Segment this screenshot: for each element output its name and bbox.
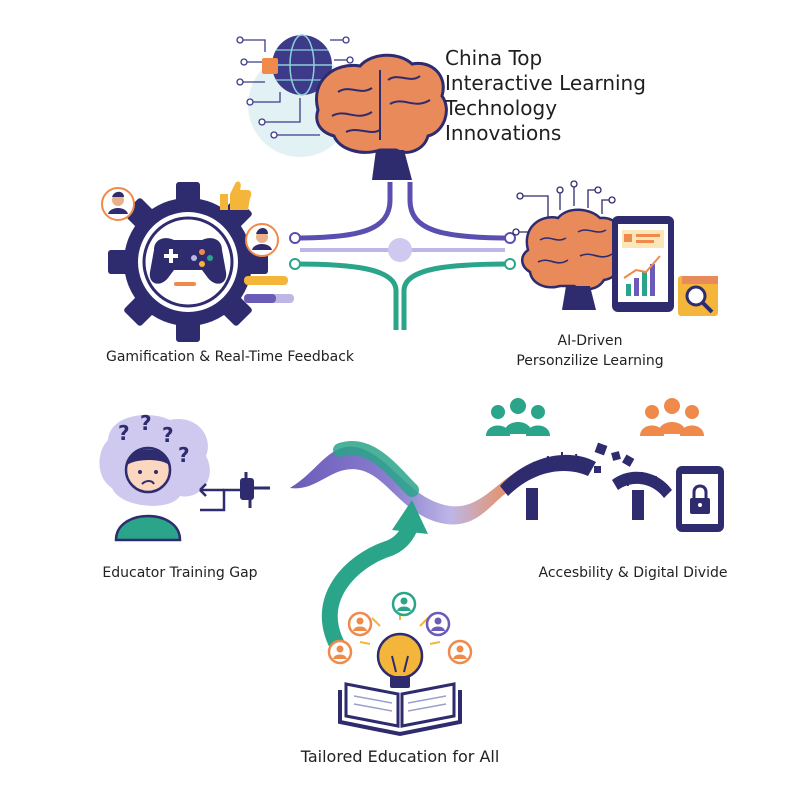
- gamification-label: Gamification & Real-Time Feedback: [105, 349, 354, 365]
- page-title: China Top Interactive Learning Technolog…: [445, 46, 705, 146]
- avatar-icon: [101, 187, 135, 221]
- title-line: China Top: [445, 46, 543, 70]
- confused-person-icon: ? ? ? ?: [99, 411, 210, 542]
- central-connector: [289, 182, 516, 330]
- tablet-chart-icon: [612, 216, 674, 312]
- brain-icon: [512, 180, 625, 310]
- svg-text:?: ?: [140, 411, 152, 435]
- plug-icon: [199, 472, 270, 512]
- bridge-icon: [500, 442, 672, 520]
- flow-ribbon: [290, 441, 520, 525]
- ai-driven-label: AI-Driven Personzilize Learning: [480, 331, 700, 371]
- svg-text:?: ?: [178, 443, 190, 467]
- gamepad-icon: [149, 238, 227, 286]
- thumbs-up-icon: [220, 181, 252, 210]
- feedback-bars: [244, 276, 294, 303]
- title-line: Interactive Learning: [445, 71, 646, 95]
- lightbulb-book-icon: [338, 610, 462, 737]
- brain-icon: [315, 53, 448, 180]
- people-circle-icons: [327, 591, 473, 665]
- title-line: Innovations: [445, 121, 562, 145]
- magnifier-book-icon: [678, 276, 718, 316]
- accessibility-label: Accesbility & Digital Divide: [538, 565, 728, 581]
- tailored-education-label: Tailored Education for All: [300, 747, 500, 766]
- svg-text:?: ?: [162, 423, 174, 447]
- lock-tablet-icon: [676, 466, 724, 532]
- avatar-icon: [245, 223, 279, 257]
- title-line: Technology: [445, 96, 558, 120]
- upward-arrow: [321, 500, 428, 658]
- educator-gap-label: Educator Training Gap: [102, 565, 258, 581]
- ai-driven-line: AI-Driven: [557, 333, 623, 349]
- team-icon: [486, 398, 550, 436]
- team-icon: [640, 398, 704, 436]
- svg-text:?: ?: [118, 421, 130, 445]
- ai-driven-line: Personzilize Learning: [516, 353, 664, 369]
